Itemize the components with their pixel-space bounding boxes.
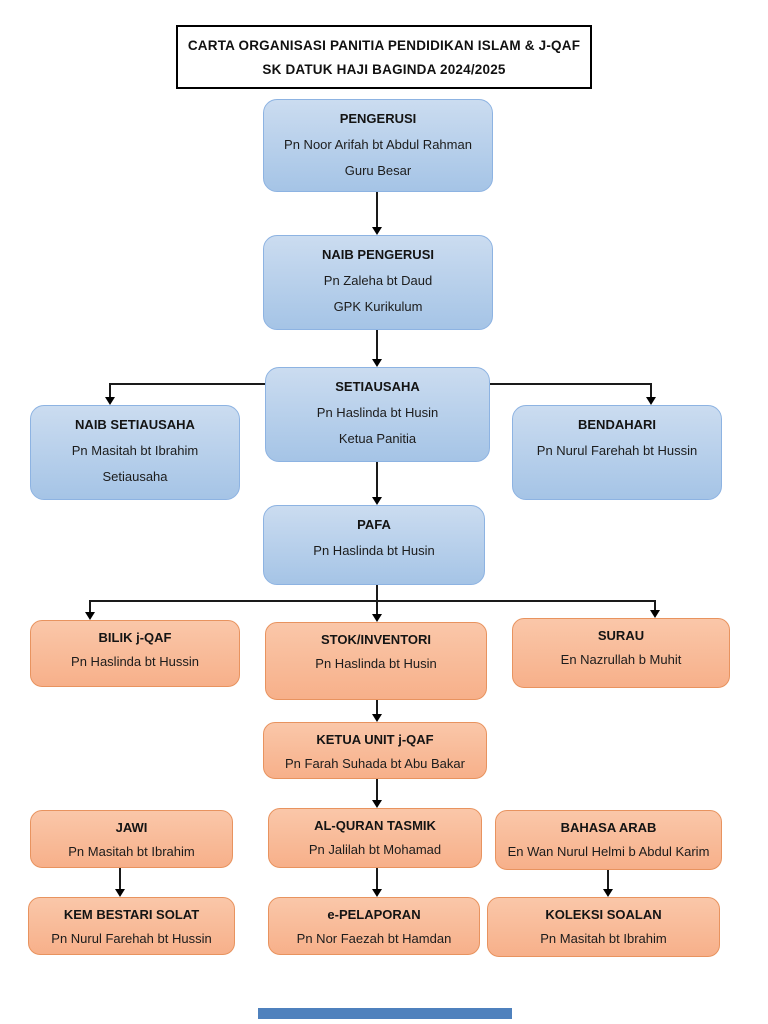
chart-title-line2: SK DATUK HAJI BAGINDA 2024/2025 [262,61,506,77]
footer-accent-bar [258,1008,512,1019]
box-person: Pn Masitah bt Ibrahim [68,844,195,859]
box-person: En Wan Nurul Helmi b Abdul Karim [507,844,710,859]
box-role: BENDAHARI [578,417,656,432]
box-person: Pn Masitah bt Ibrahim [540,931,667,946]
arrowhead-icon [372,227,382,235]
arrowhead-icon [646,397,656,405]
arrowhead-icon [372,497,382,505]
box-person: Pn Nor Faezah bt Hamdan [296,931,452,946]
org-box-pafa: PAFA Pn Haslinda bt Husin [263,505,485,585]
box-post: Setiausaha [102,469,168,484]
box-person: Pn Haslinda bt Hussin [71,654,199,669]
box-person: Pn Zaleha bt Daud [323,273,433,288]
arrowhead-icon [85,612,95,620]
org-box-naib-pengerusi: NAIB PENGERUSI Pn Zaleha bt Daud GPK Kur… [263,235,493,330]
connector-stok-ketuaunit [376,700,378,714]
org-box-bahasa-arab: BAHASA ARAB En Wan Nurul Helmi b Abdul K… [495,810,722,870]
box-role: NAIB PENGERUSI [322,247,434,262]
box-role: AL-QURAN TASMIK [314,818,436,833]
connector-jawi-kembestari [119,868,121,889]
box-role: KETUA UNIT j-QAF [316,732,434,747]
arrowhead-icon [105,397,115,405]
box-role: e-PELAPORAN [327,907,421,922]
connector-drop-bendahari [650,383,652,397]
box-role: KEM BESTARI SOLAT [63,907,200,922]
org-box-koleksi-soalan: KOLEKSI SOALAN Pn Masitah bt Ibrahim [487,897,720,957]
connector-branch-right [490,383,651,385]
box-role: BAHASA ARAB [560,820,657,835]
org-box-setiausaha: SETIAUSAHA Pn Haslinda bt Husin Ketua Pa… [265,367,490,462]
box-post: Guru Besar [344,163,412,178]
arrowhead-icon [115,889,125,897]
chart-title-line1: CARTA ORGANISASI PANITIA PENDIDIKAN ISLA… [187,37,581,53]
connector-branch-left [110,383,265,385]
arrowhead-icon [650,610,660,618]
arrowhead-icon [603,889,613,897]
connector-drop-naibsetiausaha [109,383,111,397]
arrowhead-icon [372,889,382,897]
connector-pengerusi-naibpengerusi [376,192,378,227]
box-person: Pn Jalilah bt Mohamad [308,842,442,857]
org-box-ketua-unit-jqaf: KETUA UNIT j-QAF Pn Farah Suhada bt Abu … [263,722,487,779]
box-post: GPK Kurikulum [333,299,423,314]
box-person: En Nazrullah b Muhit [560,652,682,667]
org-box-surau: SURAU En Nazrullah b Muhit [512,618,730,688]
box-post: Ketua Panitia [338,431,417,446]
connector-ketuaunit-tasmik [376,779,378,800]
box-person: Pn Masitah bt Ibrahim [71,443,199,458]
chart-title-box: CARTA ORGANISASI PANITIA PENDIDIKAN ISLA… [176,25,592,89]
org-box-naib-setiausaha: NAIB SETIAUSAHA Pn Masitah bt Ibrahim Se… [30,405,240,500]
org-box-stok-inventori: STOK/INVENTORI Pn Haslinda bt Husin [265,622,487,700]
connector-branch-row2 [90,600,655,602]
box-role: PENGERUSI [339,111,417,126]
org-box-e-pelaporan: e-PELAPORAN Pn Nor Faezah bt Hamdan [268,897,480,955]
org-box-jawi: JAWI Pn Masitah bt Ibrahim [30,810,233,868]
arrowhead-icon [372,614,382,622]
box-role: KOLEKSI SOALAN [545,907,662,922]
connector-naibpengerusi-setiausaha [376,330,378,359]
box-person: Pn Nurul Farehah bt Hussin [51,931,212,946]
box-role: JAWI [115,820,148,835]
connector-drop-bilik-jqaf [89,600,91,612]
arrowhead-icon [372,714,382,722]
box-role: BILIK j-QAF [98,630,172,645]
org-box-al-quran-tasmik: AL-QURAN TASMIK Pn Jalilah bt Mohamad [268,808,482,868]
box-person: Pn Haslinda bt Husin [316,405,439,420]
connector-pafa-stub [376,585,378,600]
org-box-bilik-jqaf: BILIK j-QAF Pn Haslinda bt Hussin [30,620,240,687]
box-person: Pn Nurul Farehah bt Hussin [536,443,698,458]
org-box-kem-bestari-solat: KEM BESTARI SOLAT Pn Nurul Farehah bt Hu… [28,897,235,955]
connector-drop-surau [654,600,656,610]
box-person: Pn Haslinda bt Husin [315,656,437,671]
box-role: SETIAUSAHA [335,379,420,394]
connector-setiausaha-pafa [376,462,378,497]
org-box-bendahari: BENDAHARI Pn Nurul Farehah bt Hussin [512,405,722,500]
box-person: Pn Farah Suhada bt Abu Bakar [285,756,465,771]
box-role: STOK/INVENTORI [320,632,432,647]
connector-tasmik-epelaporan [376,868,378,889]
connector-drop-stok [376,600,378,614]
connector-bahasaarab-koleksi [607,870,609,889]
box-role: NAIB SETIAUSAHA [75,417,195,432]
org-box-pengerusi: PENGERUSI Pn Noor Arifah bt Abdul Rahman… [263,99,493,192]
box-role: PAFA [357,517,391,532]
box-person: Pn Haslinda bt Husin [313,543,435,558]
box-person: Pn Noor Arifah bt Abdul Rahman [284,137,472,152]
arrowhead-icon [372,800,382,808]
arrowhead-icon [372,359,382,367]
box-role: SURAU [597,628,645,643]
